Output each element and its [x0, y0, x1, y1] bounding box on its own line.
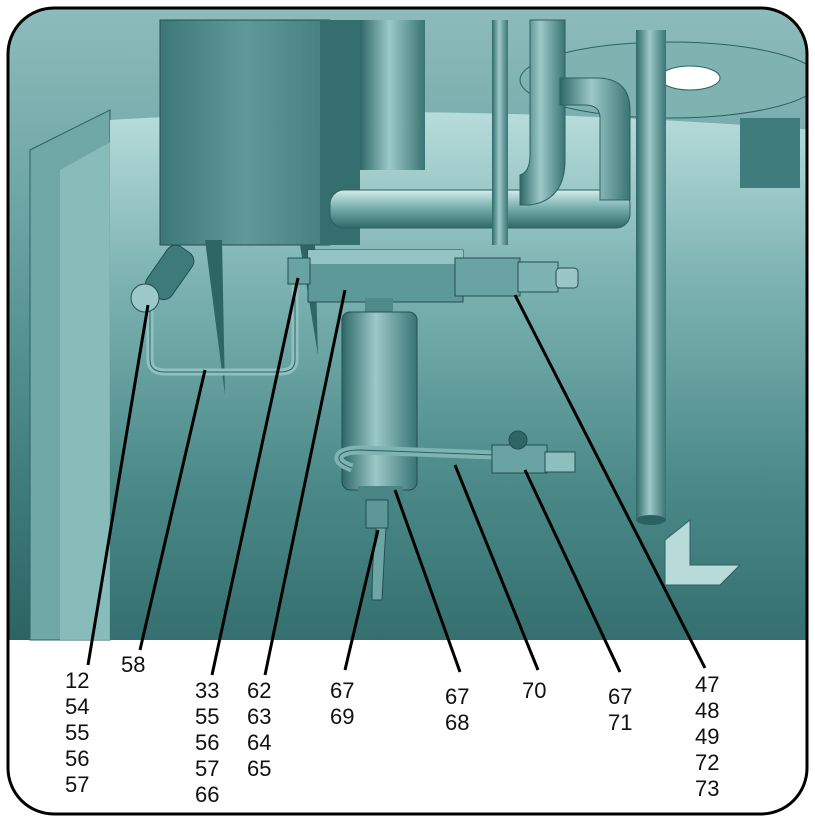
bent-tube-edge: [149, 285, 296, 373]
knob-fitting: [130, 283, 160, 313]
gauge-nut: [544, 451, 576, 473]
left-elbow-fitting: [287, 257, 311, 285]
valve-block-top: [308, 250, 463, 264]
leader-line-67-68: [393, 489, 462, 673]
callout-12: 12 54 55 56 57: [65, 668, 96, 797]
canister-bottom: [358, 486, 403, 502]
plate-bracket: [740, 118, 800, 188]
gauge-cap: [508, 430, 528, 450]
leader-line-58: [138, 369, 207, 651]
vertical-rod: [636, 30, 666, 520]
callout-33: 33 55 56 57 66: [195, 678, 226, 807]
leader-lines: [86, 277, 707, 676]
callout-70: 70: [522, 678, 546, 703]
callout-62: 62 63 64 65: [247, 678, 278, 781]
drain-fitting: [365, 499, 389, 529]
callout-67-68: 67 68: [445, 684, 476, 735]
callout-labels: 12 54 55 56 57 58 33 55 56 57 66 62 63 6…: [65, 652, 726, 807]
figure-frame: [6, 6, 809, 816]
floor-bracket: [664, 518, 742, 586]
filter-canister: [341, 311, 418, 491]
callout-58: 58: [121, 652, 145, 677]
nipple-fitting: [555, 267, 579, 289]
callout-67-69: 67 69: [330, 678, 361, 729]
manifold-pipe: [329, 189, 631, 229]
leader-line-70: [453, 464, 540, 671]
upper-cylinder: [360, 20, 425, 170]
leader-line-67-71: [523, 469, 622, 673]
leader-line-62: [263, 289, 347, 676]
thin-tube: [492, 20, 508, 245]
riser-pipe: [519, 19, 566, 206]
box-spike-left: [205, 240, 225, 395]
leader-line-67-69: [343, 529, 380, 671]
callout-47: 47 48 49 72 73: [695, 672, 726, 801]
leader-line-33: [210, 277, 300, 676]
leader-line-12: [86, 304, 150, 666]
elbow-pipe: [559, 77, 631, 201]
nut-fitting: [517, 261, 559, 293]
callout-67-71: 67 71: [608, 684, 639, 735]
tee-fitting: [454, 257, 521, 297]
control-box: [159, 19, 331, 246]
top-plate-hole: [659, 65, 721, 91]
gauge-line-edge: [338, 449, 496, 469]
rod-end: [636, 515, 666, 525]
leader-line-47: [513, 294, 707, 669]
